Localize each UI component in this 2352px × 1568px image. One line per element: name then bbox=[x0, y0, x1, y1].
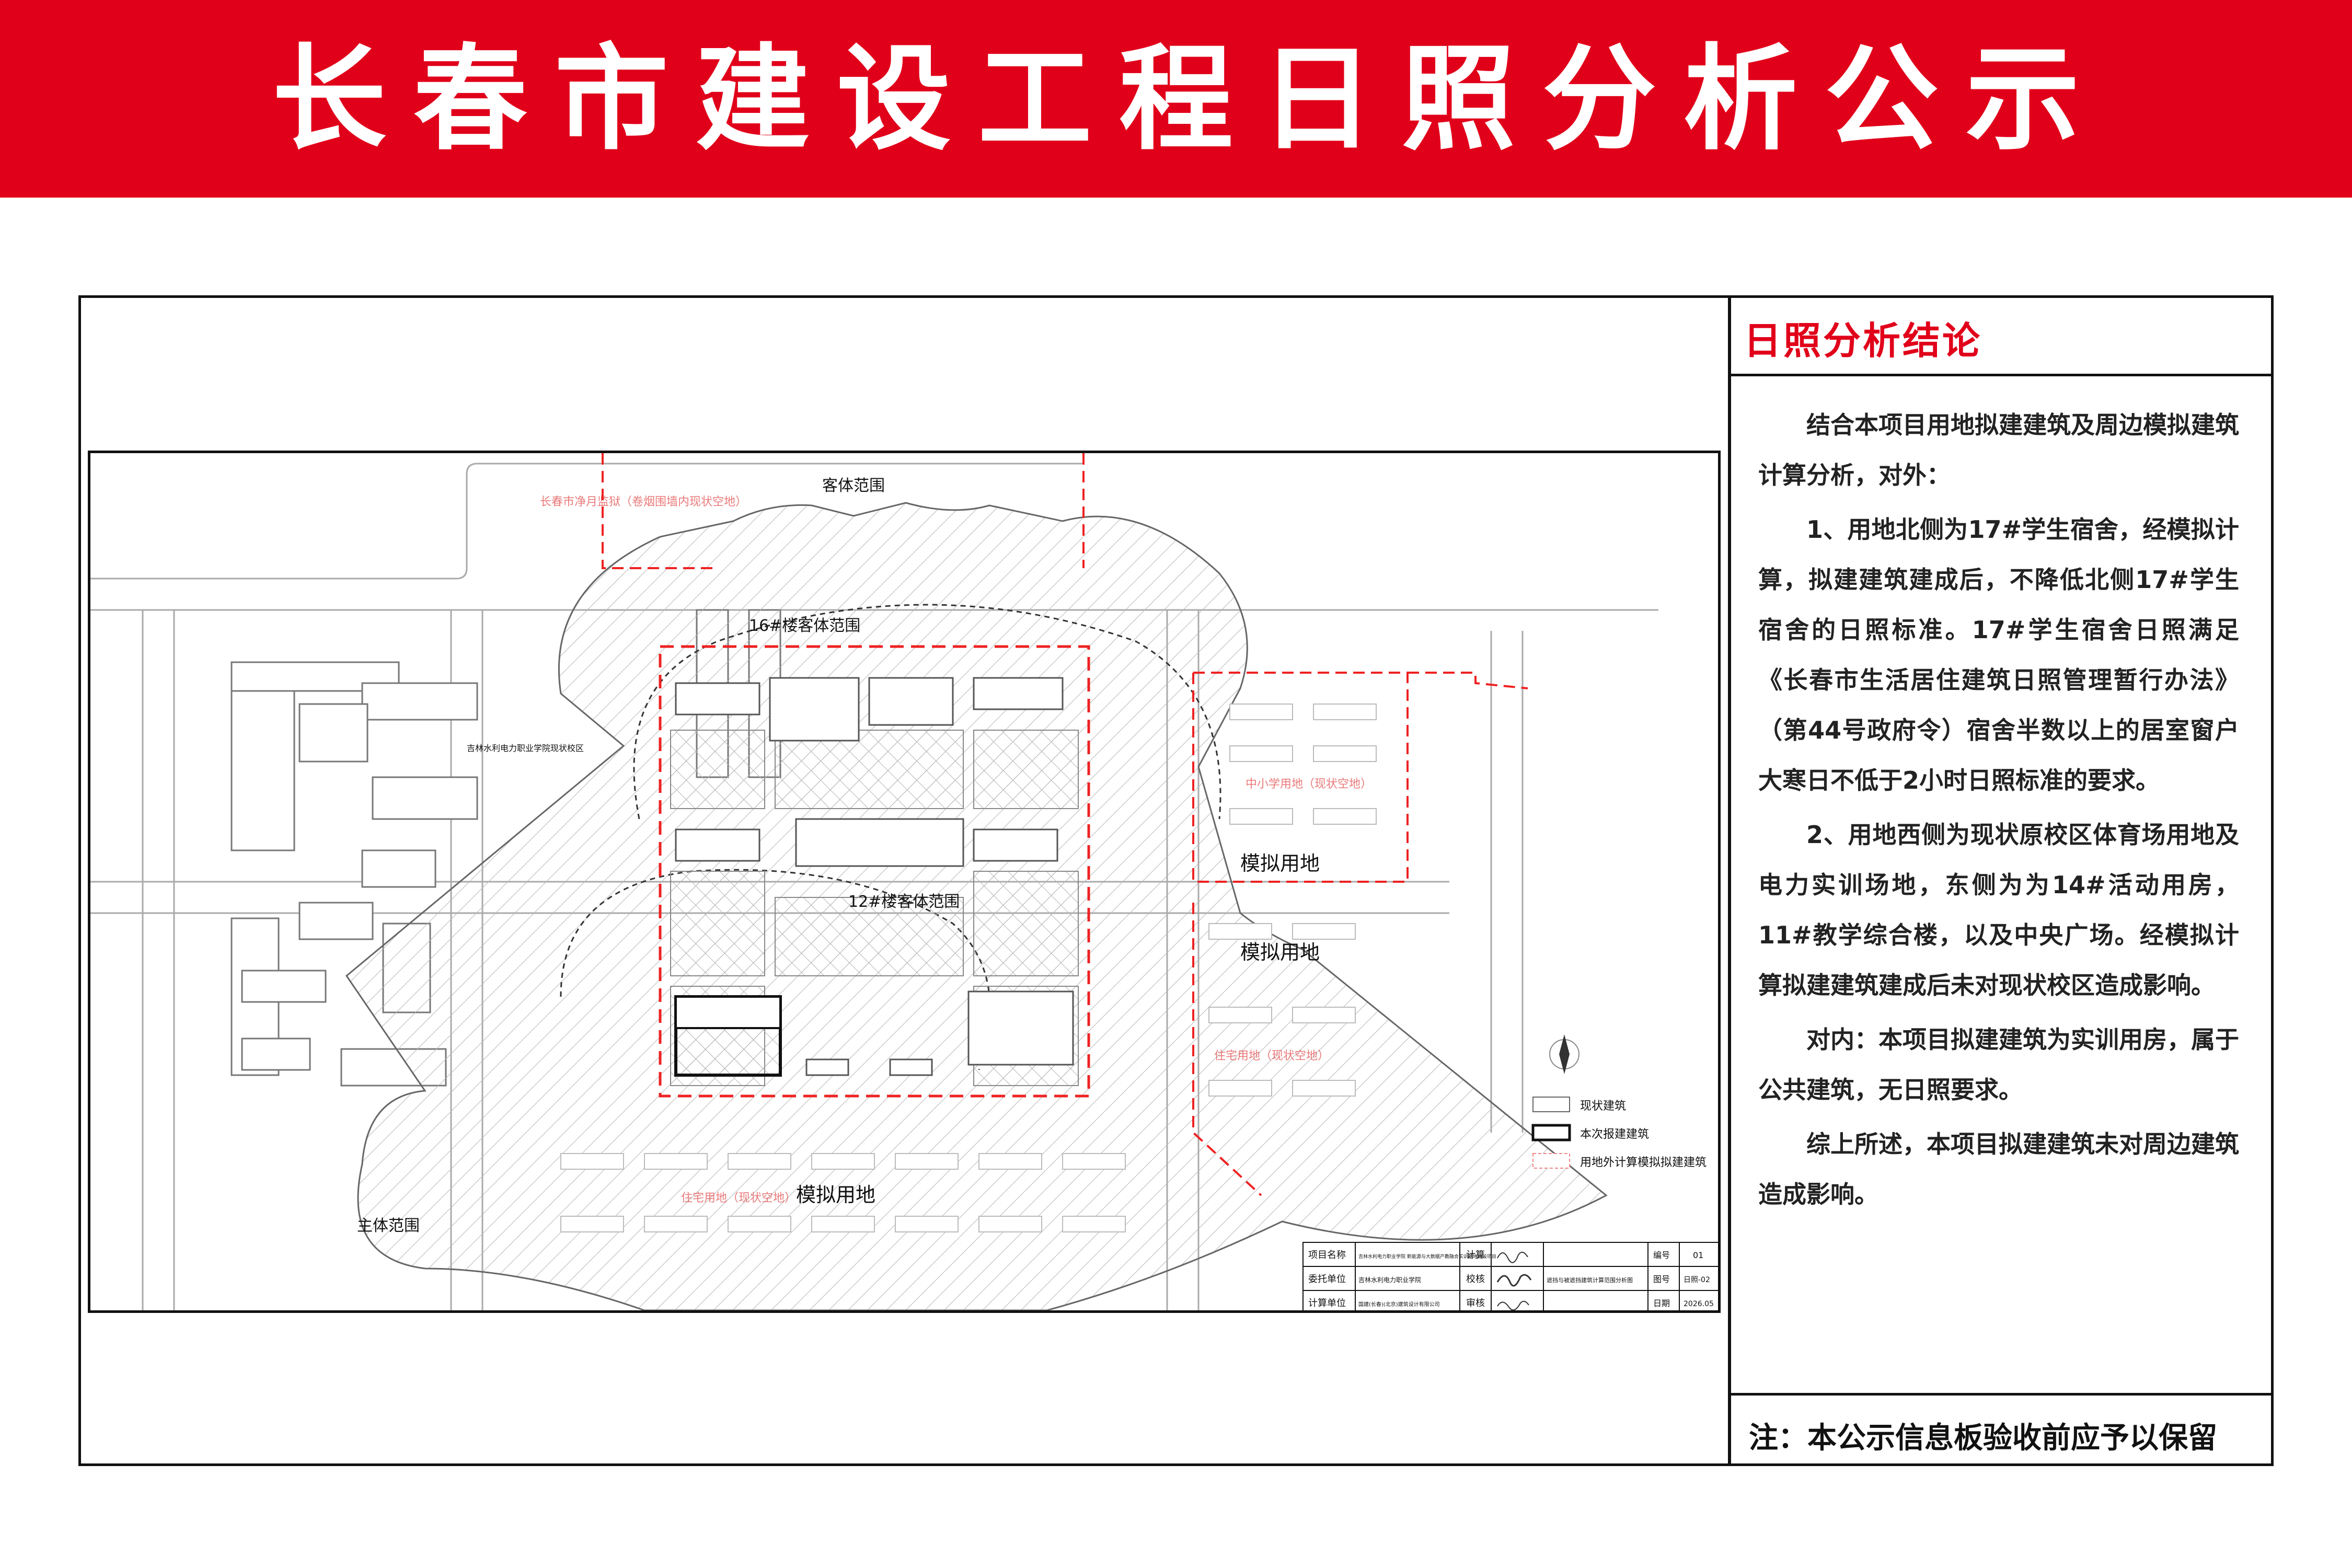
label-zhuti-range: 主体范围 bbox=[357, 1217, 420, 1235]
b16-range-arc bbox=[633, 604, 1221, 820]
label-sim-land-1: 模拟用地 bbox=[1240, 852, 1320, 875]
tb-fig-value: 日照-02 bbox=[1684, 1276, 1710, 1284]
legend-simulated: 用地外计算模拟拟建建筑 bbox=[1580, 1156, 1707, 1169]
tb-project-label: 项目名称 bbox=[1308, 1250, 1346, 1261]
conclusion-paragraph-summary: 综上所述，本项目拟建建筑未对周边建筑造成影响。 bbox=[1758, 1130, 2239, 1208]
tb-date-value: 2026.05 bbox=[1684, 1300, 1714, 1308]
tb-client-label: 委托单位 bbox=[1308, 1274, 1346, 1285]
panel-footer: 注：本公示信息板验收前应予以保留 bbox=[1731, 1393, 2274, 1466]
tb-calc-label: 计算 bbox=[1466, 1250, 1485, 1261]
label-b12-range: 12#楼客体范围 bbox=[848, 893, 960, 911]
label-keti-range: 客体范围 bbox=[822, 477, 885, 495]
label-north-plot: 长春市净月监狱（卷烟围墙内现状空地） bbox=[540, 495, 747, 509]
label-b16-range: 16#楼客体范围 bbox=[749, 617, 860, 635]
panel-title: 日照分析结论 bbox=[1744, 319, 1982, 363]
site-buildings bbox=[675, 677, 1074, 1076]
conclusion-paragraph-1: 1、用地北侧为17#学生宿舍，经模拟计算，拟建建筑建成后，不降低北侧17#学生宿… bbox=[1758, 515, 2239, 794]
tb-drawing-name: 遮挡与被遮挡建筑计算范围分析图 bbox=[1547, 1276, 1633, 1284]
label-campus: 吉林水利电力职业学院现状校区 bbox=[467, 743, 584, 753]
label-residential-plot: 住宅用地（现状空地） bbox=[1214, 1050, 1329, 1063]
conclusion-paragraph-2: 2、用地西侧为现状原校区体育场用地及电力实训场地，东侧为为14#活动用房，11#… bbox=[1758, 821, 2239, 999]
legend: 现状建筑 本次报建建筑 用地外计算模拟拟建建筑 bbox=[1531, 1097, 1707, 1169]
site-plan-svg: 客体范围 16#楼客体范围 12#楼客体范围 主体范围 模拟用地 模拟用地 模拟… bbox=[90, 453, 1718, 1310]
legend-swatch-existing bbox=[1532, 1097, 1570, 1112]
title-banner: 长春市建设工程日照分析公示 bbox=[0, 0, 2352, 198]
title-block bbox=[1302, 1242, 1718, 1310]
conclusion-paragraph-intro: 结合本项目用地拟建建筑及周边模拟建筑计算分析，对外： bbox=[1758, 411, 2239, 489]
legend-swatch-simulated bbox=[1532, 1153, 1570, 1169]
tb-date-label: 日期 bbox=[1653, 1298, 1670, 1308]
banner-title: 长春市建设工程日照分析公示 bbox=[272, 32, 2107, 166]
proposed-building bbox=[674, 995, 782, 1077]
legend-swatch-proposed bbox=[1531, 1124, 1571, 1142]
conclusion-panel: 日照分析结论 结合本项目用地拟建建筑及周边模拟建筑计算分析，对外： 1、用地北侧… bbox=[1728, 295, 2274, 1466]
legend-existing: 现状建筑 bbox=[1580, 1100, 1626, 1113]
sunlight-analysis-drawing: 客体范围 16#楼客体范围 12#楼客体范围 主体范围 模拟用地 模拟用地 模拟… bbox=[88, 451, 1721, 1313]
signature-check bbox=[1496, 1274, 1532, 1287]
tb-no-label: 编号 bbox=[1653, 1250, 1670, 1260]
tb-client-value: 吉林水利电力职业学院 bbox=[1358, 1276, 1421, 1284]
title-block-text: 项目名称 吉林水利电力职业学院 新能源与大数据产教融合实训基地建设项目 委托单位… bbox=[1308, 1250, 1714, 1310]
signature-calc bbox=[1497, 1251, 1528, 1263]
panel-body: 结合本项目用地拟建建筑及周边模拟建筑计算分析，对外： 1、用地北侧为17#学生宿… bbox=[1758, 400, 2239, 1224]
simulated-buildings bbox=[560, 704, 1377, 1232]
label-sim-land-2: 模拟用地 bbox=[1240, 941, 1320, 964]
signature-review bbox=[1497, 1300, 1529, 1310]
label-sim-land-3: 模拟用地 bbox=[796, 1183, 875, 1206]
tb-review-label: 审核 bbox=[1466, 1298, 1485, 1309]
site-boundary bbox=[659, 645, 1090, 1098]
panel-header: 日照分析结论 bbox=[1731, 295, 2274, 376]
conclusion-paragraph-internal: 对内：本项目拟建建筑为实训用房，属于公共建筑，无日照要求。 bbox=[1758, 1025, 2239, 1104]
tb-fig-label: 图号 bbox=[1653, 1274, 1670, 1284]
tb-calc-unit-label: 计算单位 bbox=[1308, 1298, 1346, 1309]
tb-calc-unit-value: 国建(长春)(北京)建筑设计有限公司 bbox=[1358, 1301, 1440, 1308]
label-school-plot: 中小学用地（现状空地） bbox=[1246, 778, 1372, 791]
tb-no-value: 01 bbox=[1693, 1250, 1703, 1260]
retention-note: 注：本公示信息板验收前应予以保留 bbox=[1749, 1421, 2217, 1455]
label-south-plot: 住宅用地（现状空地） bbox=[681, 1192, 796, 1205]
north-arrow-icon bbox=[1549, 1034, 1579, 1074]
legend-proposed: 本次报建建筑 bbox=[1580, 1128, 1649, 1141]
notice-board-frame bbox=[78, 295, 2274, 1466]
tb-project-value: 吉林水利电力职业学院 新能源与大数据产教融合实训基地建设项目 bbox=[1358, 1253, 1496, 1260]
tb-check-label: 校核 bbox=[1466, 1274, 1485, 1285]
east-plots bbox=[602, 453, 1528, 1196]
